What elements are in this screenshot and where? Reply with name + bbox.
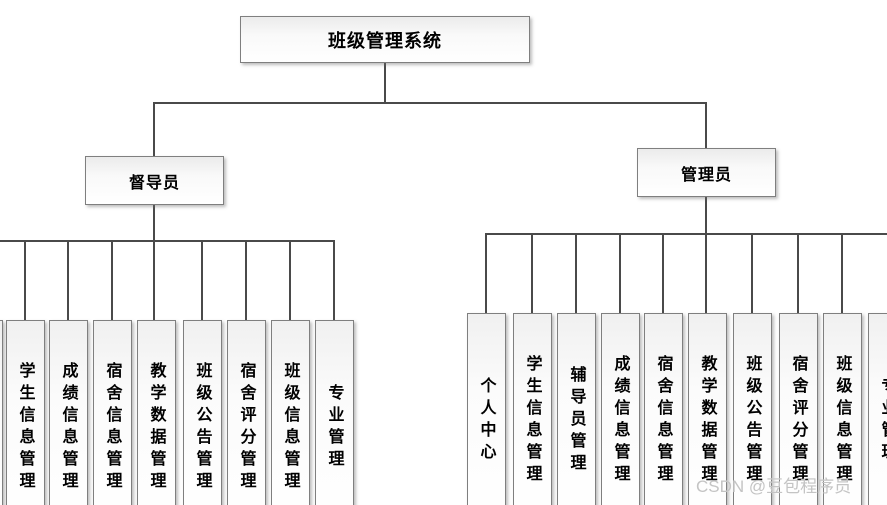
node-root-label: 班级管理系统 [328, 30, 442, 52]
leaf-node: 成绩信息管理 [601, 313, 640, 505]
connector-admin-stem [705, 196, 707, 314]
connector-right-drop [751, 233, 753, 314]
leaf-node: 辅导员管理 [557, 313, 596, 505]
connector-top-bar [153, 102, 707, 104]
leaf-node: 成绩信息管理 [49, 320, 88, 505]
leaf-node: 学生信息管理 [6, 320, 45, 505]
connector-right-drop [575, 233, 577, 314]
connector-right-drop [531, 233, 533, 314]
connector-left-drop [24, 240, 26, 321]
leaf-node: 宿舍评分管理 [779, 313, 818, 505]
leaf-node: 班级公告管理 [733, 313, 772, 505]
connector-right-drop [797, 233, 799, 314]
connector-right-bar [485, 233, 887, 235]
node-supervisor-label: 督导员 [128, 172, 180, 192]
connector-left-drop [289, 240, 291, 321]
connector-supervisor-stem [153, 204, 155, 321]
connector-right-drop [619, 233, 621, 314]
connector-root-stem [384, 62, 386, 103]
leaf-node: 班级信息管理 [271, 320, 310, 505]
leaf-node-clipped-left [0, 320, 3, 505]
connector-left-bar [0, 240, 335, 242]
connector-left-drop [333, 240, 335, 321]
connector-left-drop [67, 240, 69, 321]
leaf-node: 教学数据管理 [137, 320, 176, 505]
node-admin-label: 管理员 [680, 164, 732, 184]
node-supervisor: 督导员 [85, 156, 224, 205]
leaf-node: 宿舍评分管理 [227, 320, 266, 505]
connector-left-drop [111, 240, 113, 321]
node-admin: 管理员 [637, 148, 776, 197]
leaf-node: 学生信息管理 [513, 313, 552, 505]
leaf-node: 宿舍信息管理 [644, 313, 683, 505]
leaf-node: 专业管理 [315, 320, 354, 505]
leaf-node-clipped-right: 专业管理 [868, 313, 887, 505]
leaf-node: 班级信息管理 [823, 313, 862, 505]
connector-drop-supervisor [153, 102, 155, 157]
leaf-node: 宿舍信息管理 [93, 320, 132, 505]
leaf-node: 班级公告管理 [183, 320, 222, 505]
leaf-node: 教学数据管理 [688, 313, 727, 505]
node-root-system: 班级管理系统 [240, 16, 530, 63]
connector-right-drop [841, 233, 843, 314]
connector-right-drop [485, 233, 487, 314]
connector-left-drop [245, 240, 247, 321]
leaf-node: 个人中心 [467, 313, 506, 505]
connector-right-drop [662, 233, 664, 314]
csdn-watermark: CSDN @豆包程序员 [696, 477, 852, 496]
connector-left-drop [201, 240, 203, 321]
connector-drop-admin [705, 102, 707, 149]
